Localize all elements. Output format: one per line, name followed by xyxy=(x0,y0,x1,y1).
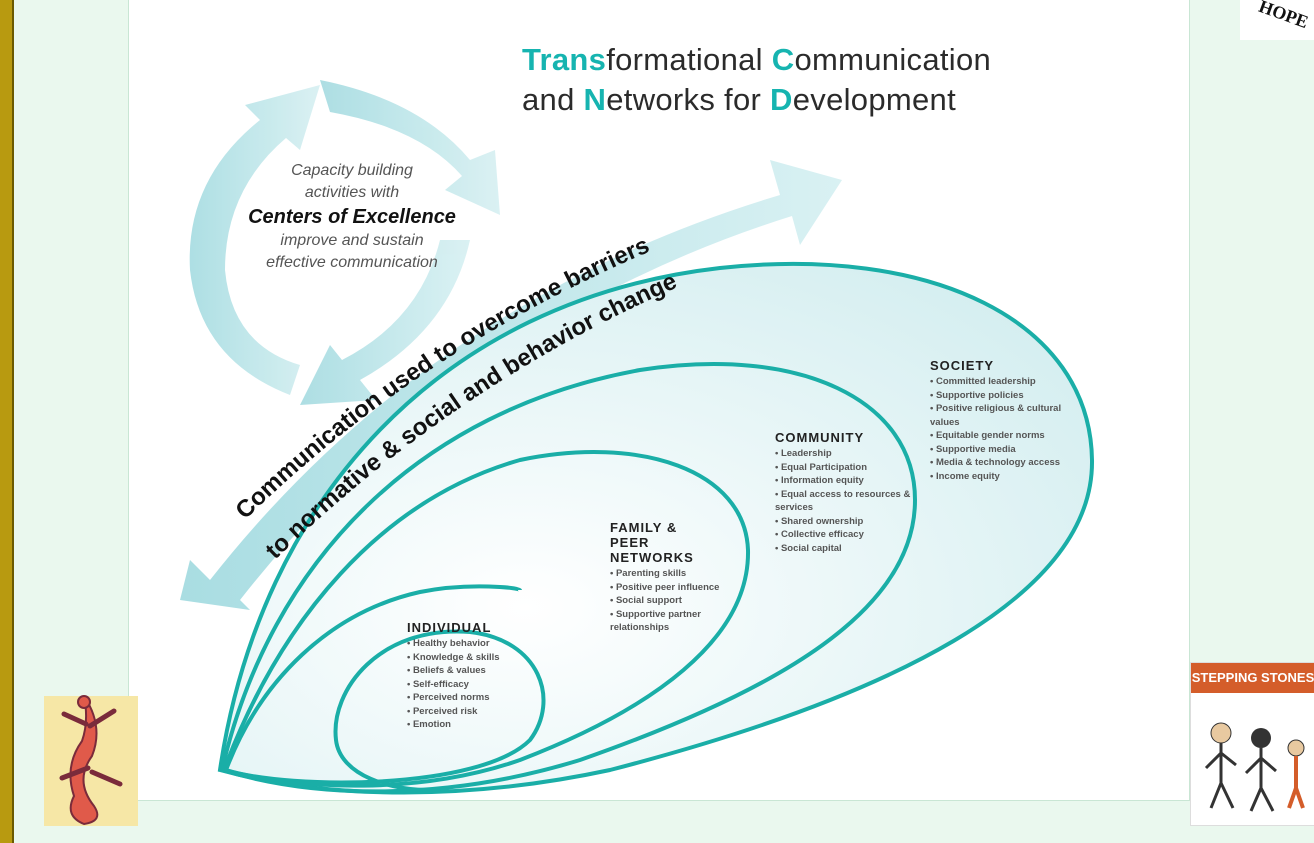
list-item: Self-efficacy xyxy=(407,678,547,692)
list-item: Income equity xyxy=(930,470,1090,484)
centers-of-excellence: Centers of Excellence xyxy=(248,206,456,228)
section-list: Parenting skills Positive peer influence… xyxy=(610,567,745,635)
list-item: Positive religious & cultural values xyxy=(930,402,1090,429)
list-item: Leadership xyxy=(775,447,920,461)
section-list: Leadership Equal Participation Informati… xyxy=(775,447,920,555)
list-item: Social support xyxy=(610,594,745,608)
section-heading: SOCIETY xyxy=(930,358,995,373)
list-item: Supportive media xyxy=(930,443,1090,457)
barrier-arrow xyxy=(180,160,842,610)
list-item: Healthy behavior xyxy=(407,637,547,651)
section-list: Committed leadership Supportive policies… xyxy=(930,375,1090,483)
list-item: Social capital xyxy=(775,542,920,556)
capacity-cycle-arrows xyxy=(189,80,500,405)
list-item: Knowledge & skills xyxy=(407,651,547,665)
list-item: Collective efficacy xyxy=(775,528,920,542)
list-item: Perceived norms xyxy=(407,691,547,705)
page-title: Transformational Communication and Netwo… xyxy=(522,42,992,117)
list-item: Shared ownership xyxy=(775,515,920,529)
section-individual: INDIVIDUAL Healthy behavior Knowledge & … xyxy=(407,620,547,732)
section-heading: COMMUNITY xyxy=(775,430,865,445)
list-item: Perceived risk xyxy=(407,705,547,719)
list-item: Equal Participation xyxy=(775,461,920,475)
section-heading: FAMILY & PEER NETWORKS xyxy=(610,520,694,565)
list-item: Equal access to resources & services xyxy=(775,488,920,515)
list-item: Equitable gender norms xyxy=(930,429,1090,443)
stepping-stones-logo: STEPPING STONES xyxy=(1190,662,1314,826)
list-item: Supportive partner relationships xyxy=(610,608,745,635)
section-heading: INDIVIDUAL xyxy=(407,620,492,635)
list-item: Positive peer influence xyxy=(610,581,745,595)
section-family-peer: FAMILY & PEER NETWORKS Parenting skills … xyxy=(610,520,745,635)
list-item: Committed leadership xyxy=(930,375,1090,389)
left-border-bar xyxy=(0,0,14,843)
capacity-building-text: Capacity building activities with Center… xyxy=(222,160,482,274)
list-item: Emotion xyxy=(407,718,547,732)
section-community: COMMUNITY Leadership Equal Participation… xyxy=(775,430,920,555)
list-item: Supportive policies xyxy=(930,389,1090,403)
section-list: Healthy behavior Knowledge & skills Beli… xyxy=(407,637,547,732)
family-egg xyxy=(221,450,751,788)
list-item: Information equity xyxy=(775,474,920,488)
list-item: Parenting skills xyxy=(610,567,745,581)
section-society: SOCIETY Committed leadership Supportive … xyxy=(930,358,1090,483)
gecko-logo xyxy=(44,695,138,826)
list-item: Beliefs & values xyxy=(407,664,547,678)
hope-logo: HOPE xyxy=(1240,0,1314,40)
list-item: Media & technology access xyxy=(930,456,1090,470)
